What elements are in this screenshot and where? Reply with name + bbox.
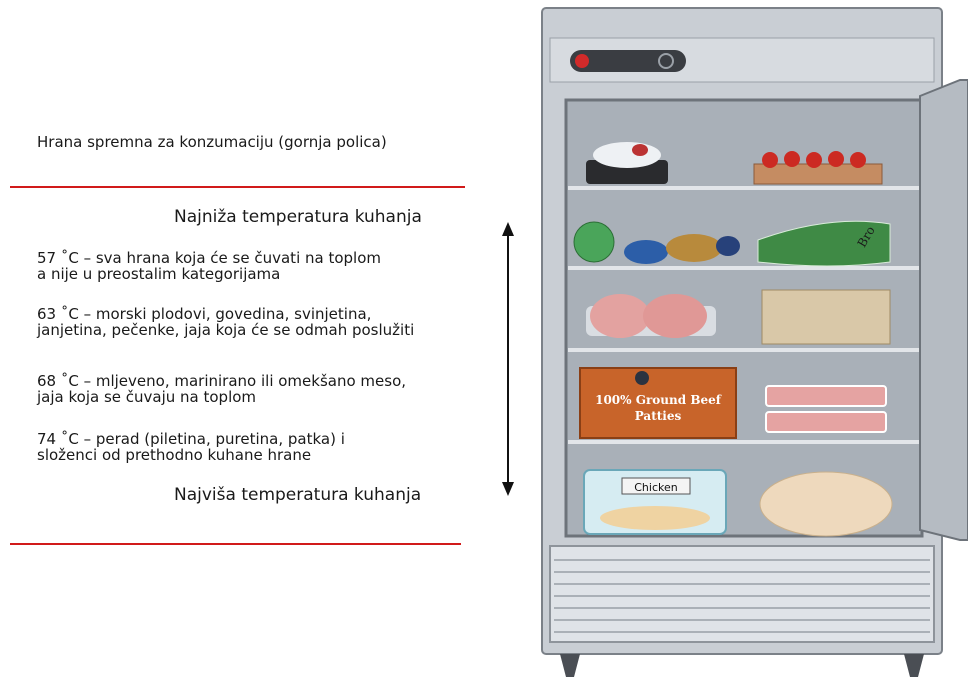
temp-item-line: janjetina, pečenke, jaja koja će se odma… (37, 321, 415, 339)
temp-item-line: složenci od prethodno kuhane hrane (37, 446, 312, 464)
chicken-container: Chicken (583, 469, 727, 535)
temp-item-line: 68 ˚C – mljeveno, marinirano ili omekšan… (37, 372, 407, 390)
tomato-tray (753, 151, 883, 185)
thermostat-control (570, 50, 686, 72)
temp-item-line: 57 ˚C – sva hrana koja će se čuvati na t… (37, 249, 382, 267)
ready-to-eat-label: Hrana spremna za konzumaciju (gornja pol… (37, 133, 387, 151)
ventilation-grille (549, 545, 935, 643)
bottom-divider (10, 543, 461, 545)
ground-beef-box: 100% Ground Beef Patties (579, 367, 737, 439)
temperature-range-arrow (502, 222, 514, 496)
temp-item-line: 63 ˚C – morski plodovi, govedina, svinje… (37, 305, 372, 323)
highest-temp-label: Najviša temperatura kuhanja (174, 485, 422, 505)
top-divider (10, 186, 465, 188)
broccoli-bag: Bro (757, 220, 891, 267)
temp-item-line: 74 ˚C – perad (piletina, puretina, patka… (37, 430, 345, 448)
egg-cartons (761, 289, 891, 345)
beef-box-line2: Patties (635, 409, 682, 423)
vegetables-and-bread (573, 221, 740, 264)
meat-roasts (586, 294, 716, 338)
refrigerator-illustration: Bro 100% Ground Beef Patties Chicken (541, 7, 968, 677)
lowest-temp-label: Najniža temperatura kuhanja (174, 207, 422, 227)
temp-item-line: a nije u preostalim kategorijama (37, 265, 281, 283)
chicken-label: Chicken (634, 481, 678, 494)
temp-item-line: jaja koja se čuvaju na toplom (37, 388, 257, 406)
prepared-food-tray (586, 142, 668, 184)
open-door (919, 79, 968, 541)
beef-box-line1: 100% Ground Beef (595, 393, 722, 407)
whole-turkey (759, 471, 893, 537)
ground-meat-packs (765, 385, 887, 433)
